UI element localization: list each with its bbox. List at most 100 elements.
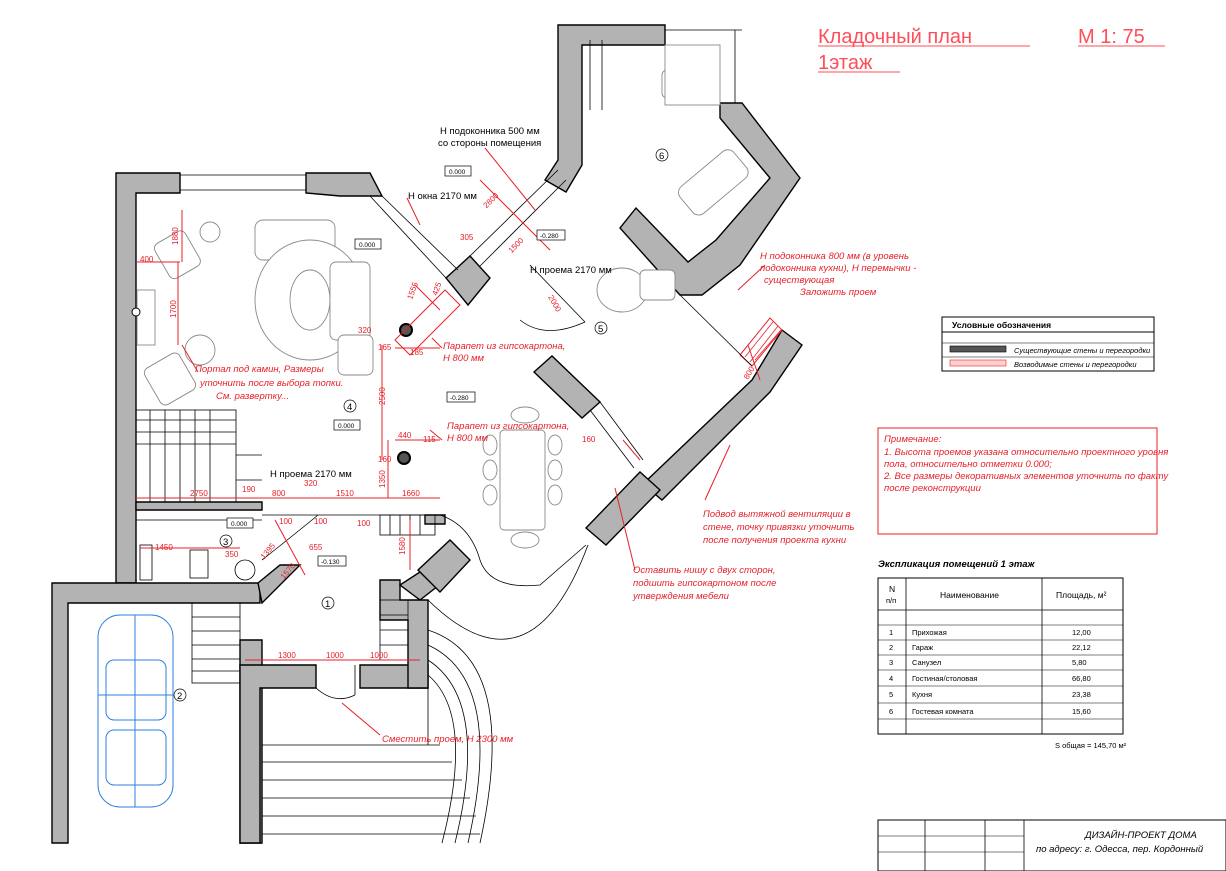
dim-100-a: 100 (279, 517, 293, 526)
dim-440: 440 (398, 431, 412, 440)
remark-i1-b: пола, относительно отметки 0.000; (884, 459, 1052, 470)
note-sill800-d: Заложить проем (800, 287, 877, 298)
explication-row-3-area: 5,80 (1072, 658, 1087, 667)
note-portal-a: Портал под камин, Размеры (195, 364, 324, 375)
explication-row-6-n: 6 (889, 707, 893, 716)
room-4: 4 (347, 402, 352, 413)
level-marks: 0.000 0.000 -0.280 -0.280 0.000 0.000 -0… (226, 165, 566, 567)
dim-1350: 1350 (378, 470, 387, 488)
legend-erected: Возводимые стены и перегородки (1014, 360, 1137, 369)
explication-total: S общая = 145,70 м² (1055, 741, 1127, 750)
dim-425: 425 (430, 281, 443, 297)
note-opening-top: Н проема 2170 мм (530, 265, 612, 276)
dim-115: 115 (423, 435, 436, 444)
note-shift: Сместить проем, Н 2300 мм (382, 734, 514, 745)
title-line1: Кладочный план (818, 26, 972, 48)
remark-i2-b: после реконструкции (884, 483, 982, 494)
note-sill500-a: Н подоконника 500 мм (440, 126, 540, 137)
dim-1700: 1700 (169, 300, 178, 318)
dim-100-c: 100 (357, 519, 371, 528)
explication-row-1-n: 1 (889, 628, 893, 637)
dim-1000-b: 1000 (370, 651, 388, 660)
dim-100-b: 100 (314, 517, 328, 526)
level-3: -0.280 (540, 233, 559, 240)
room-numbers: 1 2 3 4 5 6 (173, 148, 669, 702)
note-opening-left: Н проема 2170 мм (270, 469, 352, 480)
thin-lines (135, 29, 753, 844)
note-sill800-b: подоконника кухни), Н перемычки - (760, 263, 916, 274)
title-scale: М 1: 75 (1078, 26, 1145, 48)
dim-190: 190 (242, 485, 256, 494)
explication-h-name: Наименование (940, 590, 999, 600)
room-1: 1 (325, 599, 330, 610)
dim-320: 320 (358, 326, 372, 335)
dim-160-b: 160 (582, 435, 596, 444)
dim-800-a: 800 (272, 489, 286, 498)
note-parapet2-b: Н 800 мм (447, 433, 489, 444)
dim-305: 305 (460, 233, 474, 242)
explication-row-1-area: 12,00 (1072, 628, 1091, 637)
dim-655: 655 (309, 543, 323, 552)
explication-row-5-area: 23,38 (1072, 690, 1091, 699)
note-niche-a: Оставить нишу с двух сторон, (633, 565, 776, 576)
explication-row-5-name: Кухня (912, 690, 932, 699)
explication-title: Экспликация помещений 1 этаж (878, 559, 1036, 570)
level-6: 0.000 (231, 521, 248, 528)
explication-row-3-name: Санузел (912, 658, 941, 667)
dimension-lines (136, 179, 761, 661)
explication-h-area: Площадь, м² (1056, 590, 1107, 600)
dim-1450: 1450 (155, 543, 173, 552)
explication-row-4-area: 66,80 (1072, 674, 1091, 683)
remark-i1-a: 1. Высота проемов указана относительно п… (884, 447, 1168, 458)
stamp-line2: по адресу: г. Одесса, пер. Кордонный (1036, 844, 1204, 855)
dim-2500: 2500 (378, 387, 387, 405)
dim-1500: 1500 (507, 236, 526, 255)
level-2: 0.000 (359, 242, 376, 249)
dim-1555: 1555 (405, 280, 420, 300)
stamp-line1: ДИЗАЙН-ПРОЕКТ ДОМА (1084, 829, 1197, 841)
note-vent-b: стене, точку привязки уточнить (703, 522, 854, 533)
explication-h-num-a: N (889, 584, 895, 594)
note-vent-c: после получения проекта кухни (703, 535, 847, 546)
remark-i2-a: 2. Все размеры декоративных элементов ут… (883, 471, 1169, 482)
note-window2170: Н окна 2170 мм (408, 191, 477, 202)
car-icon (97, 614, 174, 808)
explication-row-4-n: 4 (889, 674, 893, 683)
explication-row-3-n: 3 (889, 658, 893, 667)
dim-165: 165 (378, 343, 392, 352)
dim-1880: 1880 (171, 227, 180, 245)
level-5: 0.000 (338, 423, 355, 430)
note-parapet1-a: Парапет из гипсокартона, (443, 341, 565, 352)
legend-erected-swatch (949, 359, 1007, 367)
dim-185: 185 (410, 348, 424, 357)
explication-row-2-name: Гараж (912, 643, 933, 652)
note-sill800-a: Н подоконника 800 мм (в уровень (760, 251, 909, 262)
note-sill800-c: существующая (764, 275, 834, 286)
remark-title: Примечание: (884, 434, 942, 445)
level-1: 0.000 (449, 169, 466, 176)
dim-350: 350 (225, 550, 239, 559)
dim-1000: 1000 (326, 651, 344, 660)
note-niche-c: утверждения мебели (632, 591, 730, 602)
explication-table: Экспликация помещений 1 этаж N п/п Наиме… (877, 559, 1127, 750)
drawing-title: Кладочный план М 1: 75 1этаж (818, 26, 1165, 74)
explication-h-num-b: п/п (886, 596, 896, 605)
room-3: 3 (223, 537, 228, 548)
level-7: -0.130 (321, 559, 340, 566)
explication-row-6-area: 15,60 (1072, 707, 1091, 716)
legend: Условные обозначения Существующие стены … (941, 316, 1155, 372)
dim-1300: 1300 (278, 651, 296, 660)
dim-2750: 2750 (190, 489, 208, 498)
dim-1660: 1660 (402, 489, 420, 498)
legend-title: Условные обозначения (952, 320, 1051, 330)
room-5: 5 (598, 324, 603, 335)
dim-1580: 1580 (398, 537, 407, 555)
dim-320-b: 320 (304, 479, 318, 488)
title-line2: 1этаж (818, 52, 873, 74)
explication-row-5-n: 5 (889, 690, 893, 699)
leader-lines (181, 147, 766, 736)
room-2: 2 (177, 691, 182, 702)
dim-2800: 2800 (482, 191, 501, 210)
furniture (131, 44, 749, 549)
